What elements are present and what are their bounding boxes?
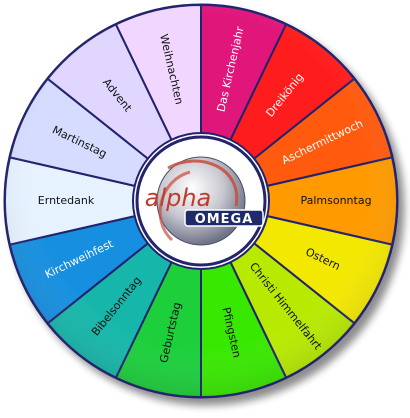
segment-label: Palmsonntag [300,194,371,207]
logo-alpha-text: alpha [145,184,212,212]
logo-omega-text: OMEGA [195,212,254,227]
logo-omega-plate: OMEGA [184,209,264,227]
segment-label: Erntedank [38,194,95,207]
center-hub: alpha OMEGA [135,135,267,267]
